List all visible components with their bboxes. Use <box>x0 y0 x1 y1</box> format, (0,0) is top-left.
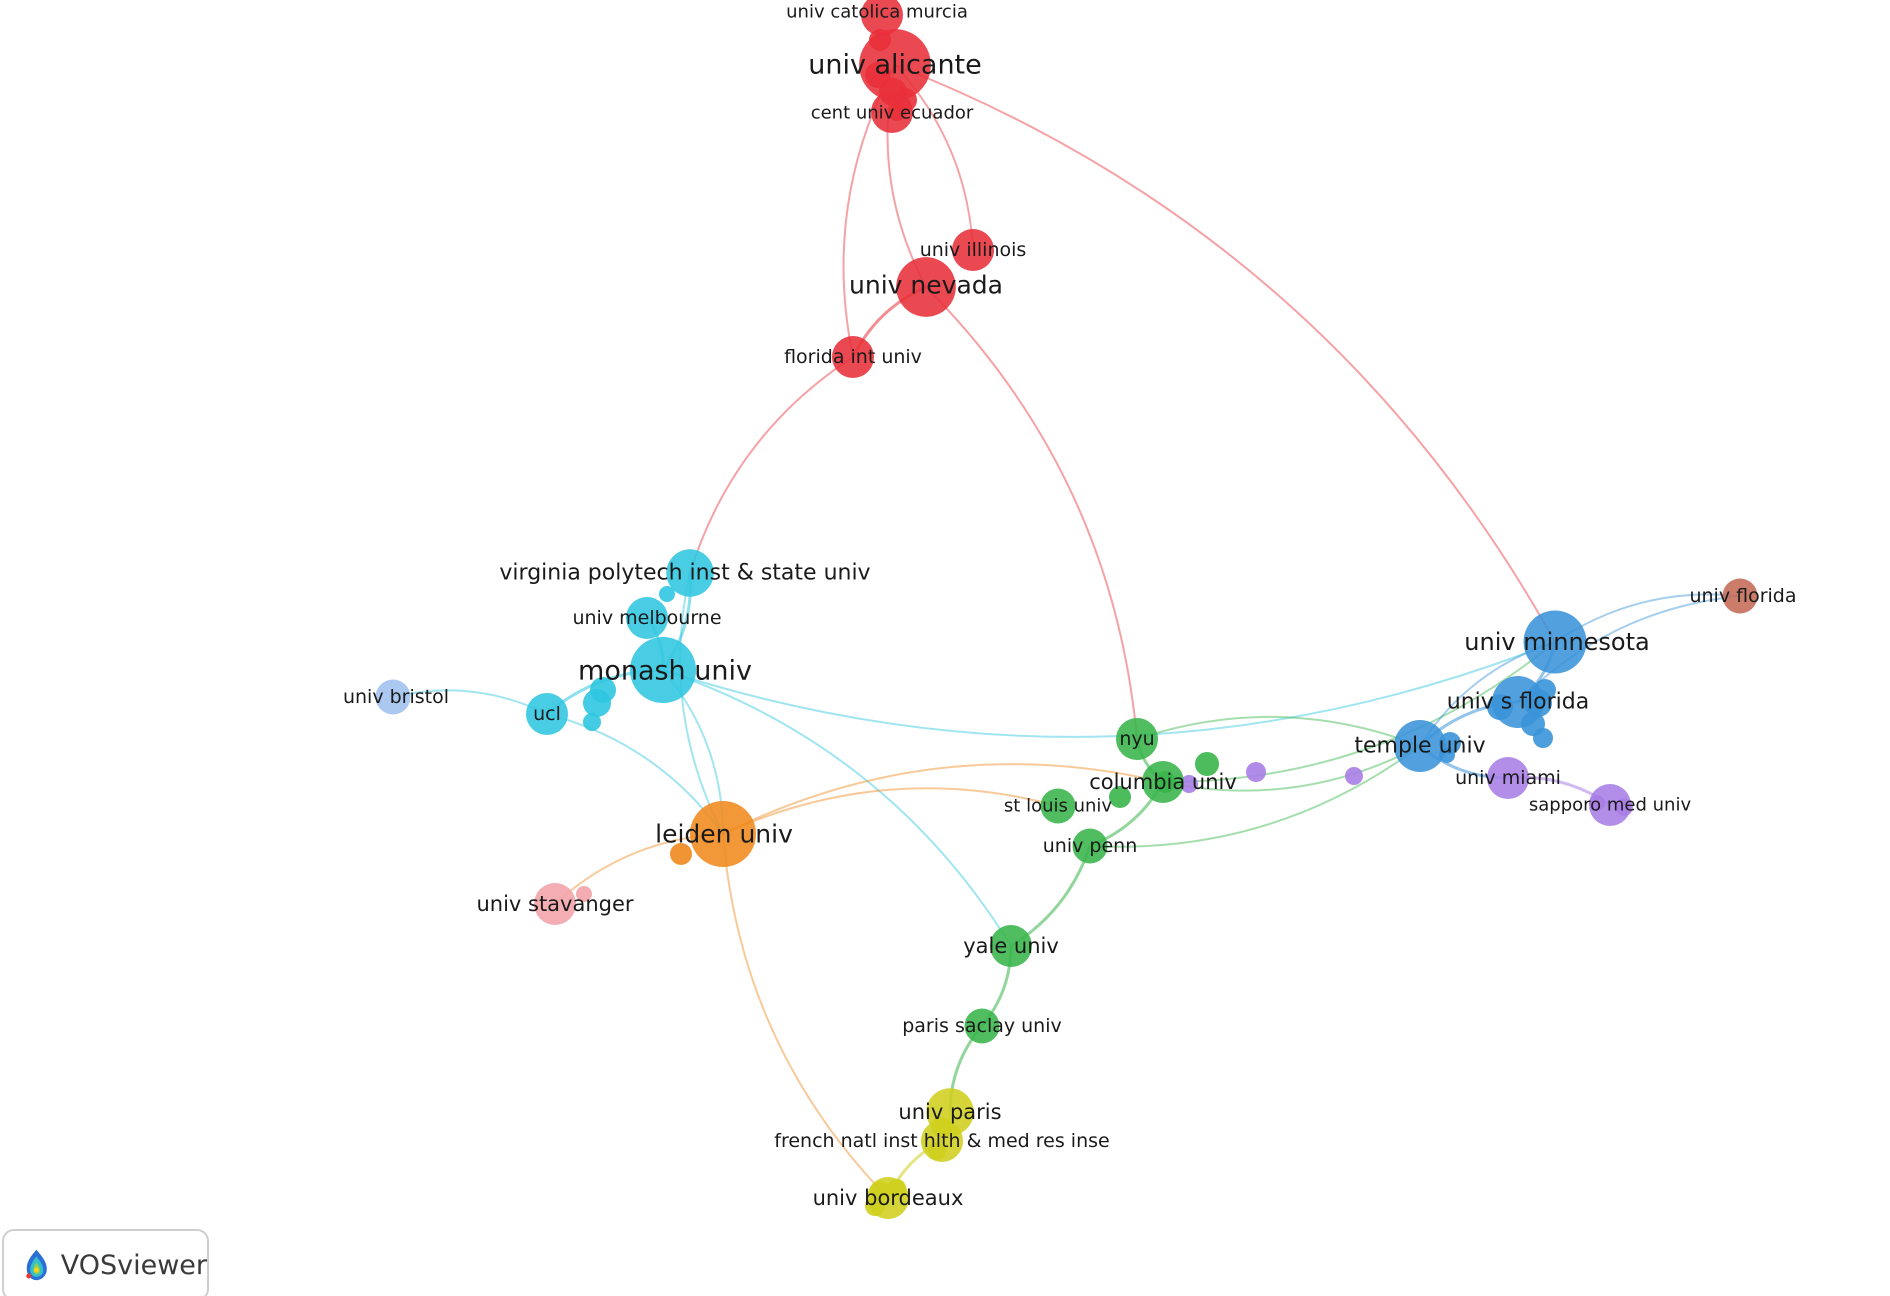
cluster-bubble-monash-univ-1[interactable] <box>583 689 611 717</box>
label-temple-univ: temple univ <box>1354 734 1485 759</box>
label-univ-nevada: univ nevada <box>849 271 1003 300</box>
edge-monash-univ-yale-univ <box>662 669 1012 947</box>
edge-nyu-temple-univ <box>1136 715 1421 747</box>
node-univ-stavanger[interactable] <box>533 882 577 926</box>
node-univ-florida[interactable] <box>1722 578 1758 614</box>
node-yale-univ[interactable] <box>989 924 1033 968</box>
node-univ-illinois[interactable] <box>951 228 995 272</box>
node-univ-alicante[interactable] <box>859 29 931 101</box>
cluster-bubble-univ-stavanger-0[interactable] <box>576 886 592 902</box>
node-univ-bordeaux[interactable] <box>866 1176 910 1220</box>
label-ucl: ucl <box>533 703 561 725</box>
node-layer <box>375 0 1758 1220</box>
vosviewer-brand-label: VOSviewer <box>60 1249 207 1281</box>
label-virginia-polytech: virginia polytech inst & state univ <box>499 561 870 586</box>
node-columbia-univ[interactable] <box>1141 760 1185 804</box>
node-sapporo-med-univ[interactable] <box>1588 783 1632 827</box>
label-univ-penn: univ penn <box>1043 835 1137 857</box>
edge-univ-alicante-univ-minnesota <box>894 64 1556 643</box>
cluster-bubble-leiden-univ-0[interactable] <box>670 843 692 865</box>
label-univ-bristol: univ bristol <box>343 686 449 708</box>
label-univ-miami: univ miami <box>1455 767 1561 789</box>
label-florida-int-univ: florida int univ <box>784 346 922 368</box>
cluster-bubble-monash-univ-3[interactable] <box>659 586 675 602</box>
edge-univ-nevada-nyu <box>925 286 1138 740</box>
label-univ-bordeaux: univ bordeaux <box>813 1186 964 1210</box>
label-columbia-univ: columbia univ <box>1089 770 1237 794</box>
node-univ-bristol[interactable] <box>375 679 411 715</box>
cluster-bubble-univ-miami-1[interactable] <box>1246 762 1266 782</box>
label-univ-melbourne: univ melbourne <box>572 607 721 629</box>
node-florida-int-univ[interactable] <box>831 335 875 379</box>
label-nyu: nyu <box>1119 728 1154 750</box>
edge-florida-int-univ-virginia-polytech <box>689 356 854 574</box>
label-french-natl-inst: french natl inst hlth & med res inse <box>774 1130 1109 1152</box>
node-monash-univ[interactable] <box>629 636 697 704</box>
cluster-bubble-monash-univ-2[interactable] <box>583 713 601 731</box>
label-univ-minnesota: univ minnesota <box>1464 628 1649 656</box>
node-univ-s-florida[interactable] <box>1492 676 1544 728</box>
edge-univ-penn-temple-univ <box>1089 745 1421 848</box>
label-univ-catolica-murcia: univ catolica murcia <box>786 2 968 23</box>
node-univ-nevada[interactable] <box>896 257 956 317</box>
label-cent-univ-ecuador: cent univ ecuador <box>811 103 974 124</box>
node-univ-miami[interactable] <box>1486 756 1530 800</box>
label-layer: univ alicante univ catolica murcia cent un… <box>343 2 1797 1211</box>
node-univ-melbourne[interactable] <box>625 596 669 640</box>
edge-virginia-polytech-leiden-univ <box>679 572 724 835</box>
node-univ-minnesota[interactable] <box>1523 610 1587 674</box>
label-sapporo-med-univ: sapporo med univ <box>1529 795 1692 816</box>
label-univ-s-florida: univ s florida <box>1447 690 1589 715</box>
edge-leiden-univ-columbia-univ <box>722 763 1164 835</box>
node-ucl[interactable] <box>525 692 569 736</box>
label-univ-alicante: univ alicante <box>808 50 982 81</box>
edge-monash-univ-univ-minnesota <box>662 641 1556 738</box>
node-french-natl-inst[interactable] <box>920 1119 964 1163</box>
node-temple-univ[interactable] <box>1394 720 1446 772</box>
label-univ-illinois: univ illinois <box>920 239 1027 261</box>
edge-leiden-univ-st-louis-univ <box>722 787 1059 835</box>
label-univ-stavanger: univ stavanger <box>476 892 633 916</box>
cluster-bubble-univ-s-florida-3[interactable] <box>1533 728 1553 748</box>
node-st-louis-univ[interactable] <box>1040 788 1076 824</box>
label-paris-saclay-univ: paris saclay univ <box>902 1015 1062 1037</box>
node-cent-univ-ecuador[interactable] <box>870 90 914 134</box>
node-univ-catolica-murcia[interactable] <box>860 0 904 37</box>
cluster-bubble-columbia-univ-0[interactable] <box>1195 752 1219 776</box>
node-univ-penn[interactable] <box>1072 828 1108 864</box>
label-yale-univ: yale univ <box>963 934 1059 958</box>
label-univ-florida: univ florida <box>1689 585 1796 607</box>
label-monash-univ: monash univ <box>578 656 752 687</box>
label-st-louis-univ: st louis univ <box>1004 796 1112 817</box>
node-virginia-polytech[interactable] <box>666 549 714 597</box>
cluster-bubble-columbia-univ-1[interactable] <box>1109 786 1131 808</box>
edge-leiden-univ-univ-bordeaux <box>722 833 889 1199</box>
label-leiden-univ: leiden univ <box>655 820 793 849</box>
cluster-bubble-univ-miami-0[interactable] <box>1345 767 1363 785</box>
cluster-bubble-univ-miami-2[interactable] <box>1180 775 1198 793</box>
edge-columbia-univ-univ-minnesota <box>1162 641 1556 784</box>
node-nyu[interactable] <box>1115 717 1159 761</box>
node-leiden-univ[interactable] <box>689 800 757 868</box>
vosviewer-density-logo-icon <box>26 1249 47 1281</box>
node-paris-saclay-univ[interactable] <box>964 1008 1000 1044</box>
label-univ-paris: univ paris <box>898 1100 1001 1124</box>
vosviewer-logo-badge: VOSviewer <box>2 1229 209 1296</box>
